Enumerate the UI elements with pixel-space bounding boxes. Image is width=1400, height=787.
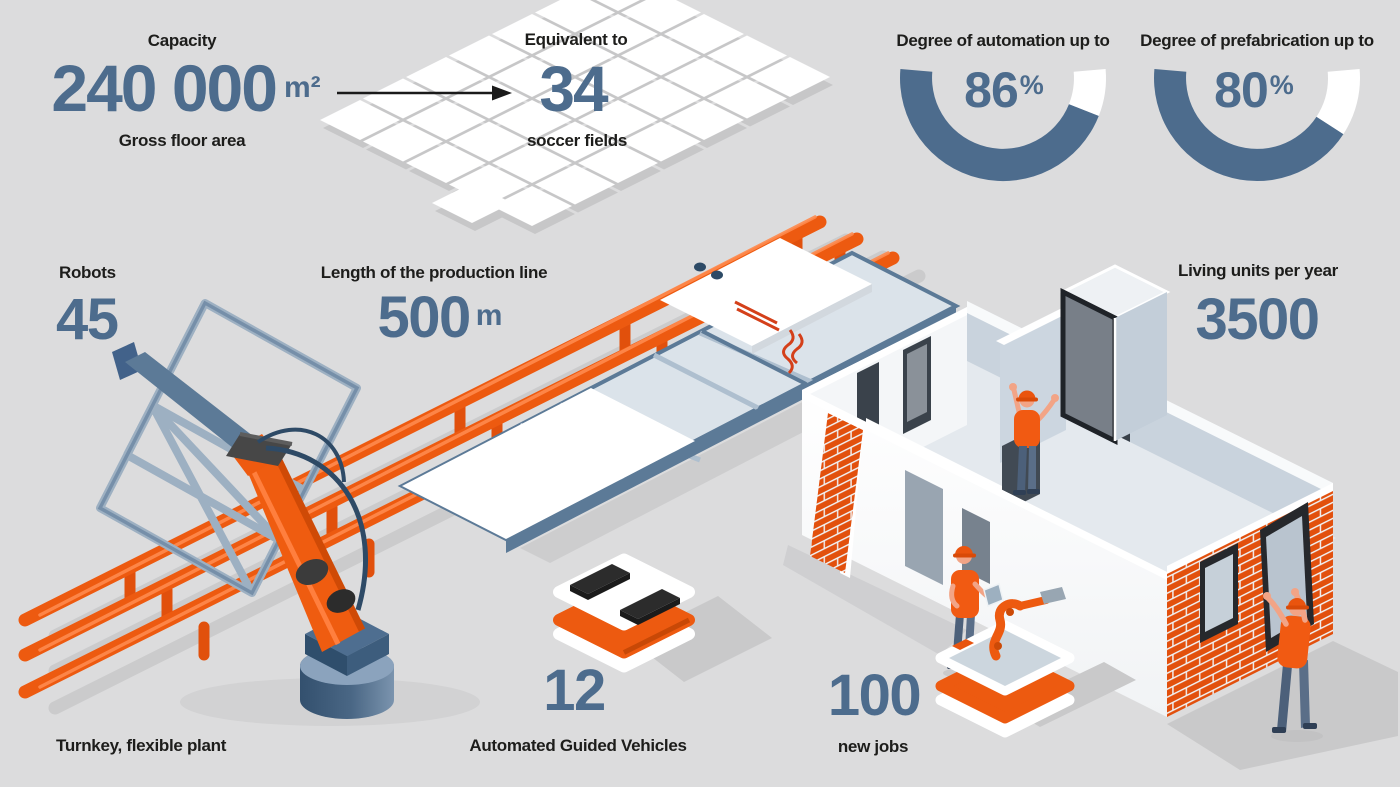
prefabrication-gauge [1154,69,1360,182]
capacity-unit: m² [283,71,321,104]
automation-label: Degree of automation up to [896,31,1110,50]
mini-agv-robot-icon [935,587,1136,738]
equivalent-label: Equivalent to [524,30,628,49]
equivalent-value: 34 [539,53,608,125]
agv-value: 12 [543,658,606,723]
prefabrication-label: Degree of prefabrication up to [1140,31,1374,50]
agv-label: Automated Guided Vehicles [469,736,687,755]
red-cables-icon [734,300,804,375]
robots-value: 45 [56,287,119,352]
jobs-label: new jobs [837,737,909,756]
worker-installer-icon [1263,588,1323,742]
gripper-beam [125,352,258,452]
robot-arm-icon [180,427,480,726]
living-units-label: Living units per year [1178,261,1338,280]
turnkey-label: Turnkey, flexible plant [56,736,227,755]
production-line-label: Length of the production line [320,263,548,282]
capacity-label: Capacity [147,31,217,50]
equivalent-sublabel: soccer fields [526,131,628,150]
automation-value: 86% [964,62,1044,118]
house-illustration [783,264,1398,770]
automation-unit: % [1019,70,1044,100]
brick-wall [1167,483,1333,717]
soccer-fields-grid-icon [320,0,833,234]
capacity-sublabel: Gross floor area [118,131,246,150]
living-units-value: 3500 [1195,287,1320,352]
agv-pad-icon [570,564,630,600]
jobs-value: 100 [827,663,922,728]
truss-panel [96,299,361,597]
robots-label: Robots [59,263,116,282]
prefabrication-value: 80% [1214,62,1294,118]
window-opening [962,508,990,584]
production-line-unit: m [475,299,503,332]
wall-recess [905,470,943,585]
agv-icon [553,553,772,682]
elevator-shaft [1059,264,1171,446]
arrow-right-icon [337,85,512,101]
worker-waving-icon [1009,383,1059,495]
automation-gauge [900,69,1106,182]
brick-panel [810,407,865,578]
prefabrication-unit: % [1269,70,1294,100]
agv-pad-icon [620,589,680,625]
